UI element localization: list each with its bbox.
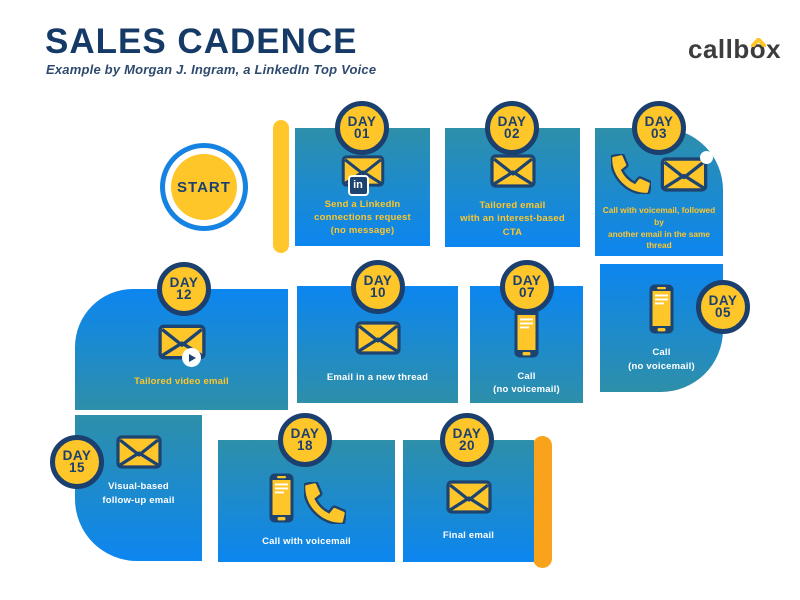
badge-day-word: DAY [363, 273, 393, 288]
badge-day-number: 10 [369, 285, 387, 300]
email-notification-icon [660, 150, 713, 192]
start-marker: START [160, 143, 248, 231]
phone-handset-icon [610, 154, 651, 195]
email-icon [115, 435, 162, 469]
email-icon [445, 480, 492, 514]
badge-day-word: DAY [347, 114, 377, 129]
smartphone-icon [269, 473, 293, 523]
badge-day-number: 03 [650, 126, 668, 141]
badge-day-number: 02 [503, 126, 521, 141]
step-description: Final email [442, 529, 495, 541]
day-badge-18: DAY 18 [278, 413, 332, 467]
page-title: SALES CADENCE [45, 22, 358, 61]
step-description: Tailored email with an interest-based CT… [460, 200, 565, 238]
step-description: Send a LinkedIn connections request (no … [314, 198, 411, 237]
day-badge-01: DAY 01 [335, 101, 389, 155]
caret-icon [750, 23, 767, 54]
step-description: Call (no voicemail) [493, 370, 560, 395]
badge-day-number: 18 [296, 438, 314, 453]
page-subtitle: Example by Morgan J. Ingram, a LinkedIn … [46, 62, 377, 77]
step-card-day-05: Call (no voicemail) [600, 264, 723, 392]
step-card-day-15: Visual-based follow-up email [75, 415, 202, 561]
day-badge-05: DAY 05 [696, 280, 750, 334]
day-badge-02: DAY 02 [485, 101, 539, 155]
step-description: Call with voicemail, followed by another… [602, 205, 716, 251]
email-icon [354, 321, 401, 355]
badge-day-word: DAY [644, 114, 674, 129]
badge-day-number: 20 [458, 438, 476, 453]
day-badge-12: DAY 12 [157, 262, 211, 316]
badge-day-number: 07 [518, 285, 536, 300]
badge-day-number: 01 [353, 126, 371, 141]
day-badge-03: DAY 03 [632, 101, 686, 155]
step-card-day-01: in Send a LinkedIn connections request (… [295, 128, 430, 246]
notification-dot-icon [699, 150, 713, 164]
logo-text-left: callb [688, 34, 750, 64]
linkedin-badge-icon: in [347, 174, 369, 196]
day-badge-07: DAY 07 [500, 260, 554, 314]
email-icon [660, 157, 707, 192]
phone-handset-icon [303, 481, 346, 524]
badge-day-word: DAY [708, 293, 738, 308]
badge-day-number: 12 [175, 287, 193, 302]
badge-day-word: DAY [169, 275, 199, 290]
start-label: START [177, 178, 231, 196]
logo-text-right: x [766, 34, 782, 64]
day-badge-20: DAY 20 [440, 413, 494, 467]
play-icon [181, 348, 201, 368]
badge-day-word: DAY [497, 114, 527, 129]
step-description: Tailored video email [134, 376, 229, 388]
badge-day-word: DAY [512, 273, 542, 288]
step-description: Call (no voicemail) [628, 347, 695, 372]
badge-day-number: 05 [714, 305, 732, 320]
step-description: Call with voicemail [262, 535, 351, 547]
step-card-day-18: Call with voicemail [218, 440, 395, 562]
badge-day-number: 15 [68, 460, 86, 475]
smartphone-and-phone-icon [268, 472, 346, 524]
phone-and-email-icon [610, 150, 713, 195]
email-linkedin-icon: in [341, 154, 385, 196]
smartphone-icon [514, 308, 539, 358]
flow-end-bar [533, 436, 552, 568]
step-description: Email in a new thread [326, 371, 429, 383]
step-description: Visual-based follow-up email [102, 481, 175, 506]
day-badge-15: DAY 15 [50, 435, 104, 489]
badge-day-word: DAY [452, 426, 482, 441]
email-video-icon [157, 324, 206, 368]
smartphone-icon [649, 284, 674, 334]
flow-start-bar [273, 120, 289, 253]
badge-day-word: DAY [290, 426, 320, 441]
email-icon [489, 154, 536, 188]
day-badge-10: DAY 10 [351, 260, 405, 314]
badge-day-word: DAY [62, 448, 92, 463]
